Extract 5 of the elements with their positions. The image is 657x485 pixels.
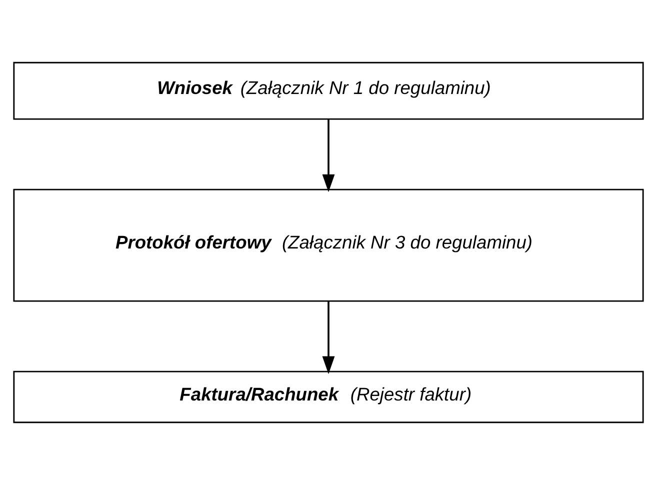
node-box: Faktura/Rachunek (Rejestr faktur) <box>13 370 644 424</box>
arrow <box>322 301 335 374</box>
node-box: Wniosek (Załącznik Nr 1 do regulaminu) <box>13 62 644 120</box>
node-box: Protokół ofertowy (Załącznik Nr 3 do regulaminu) <box>13 188 644 302</box>
arrow <box>322 119 335 192</box>
